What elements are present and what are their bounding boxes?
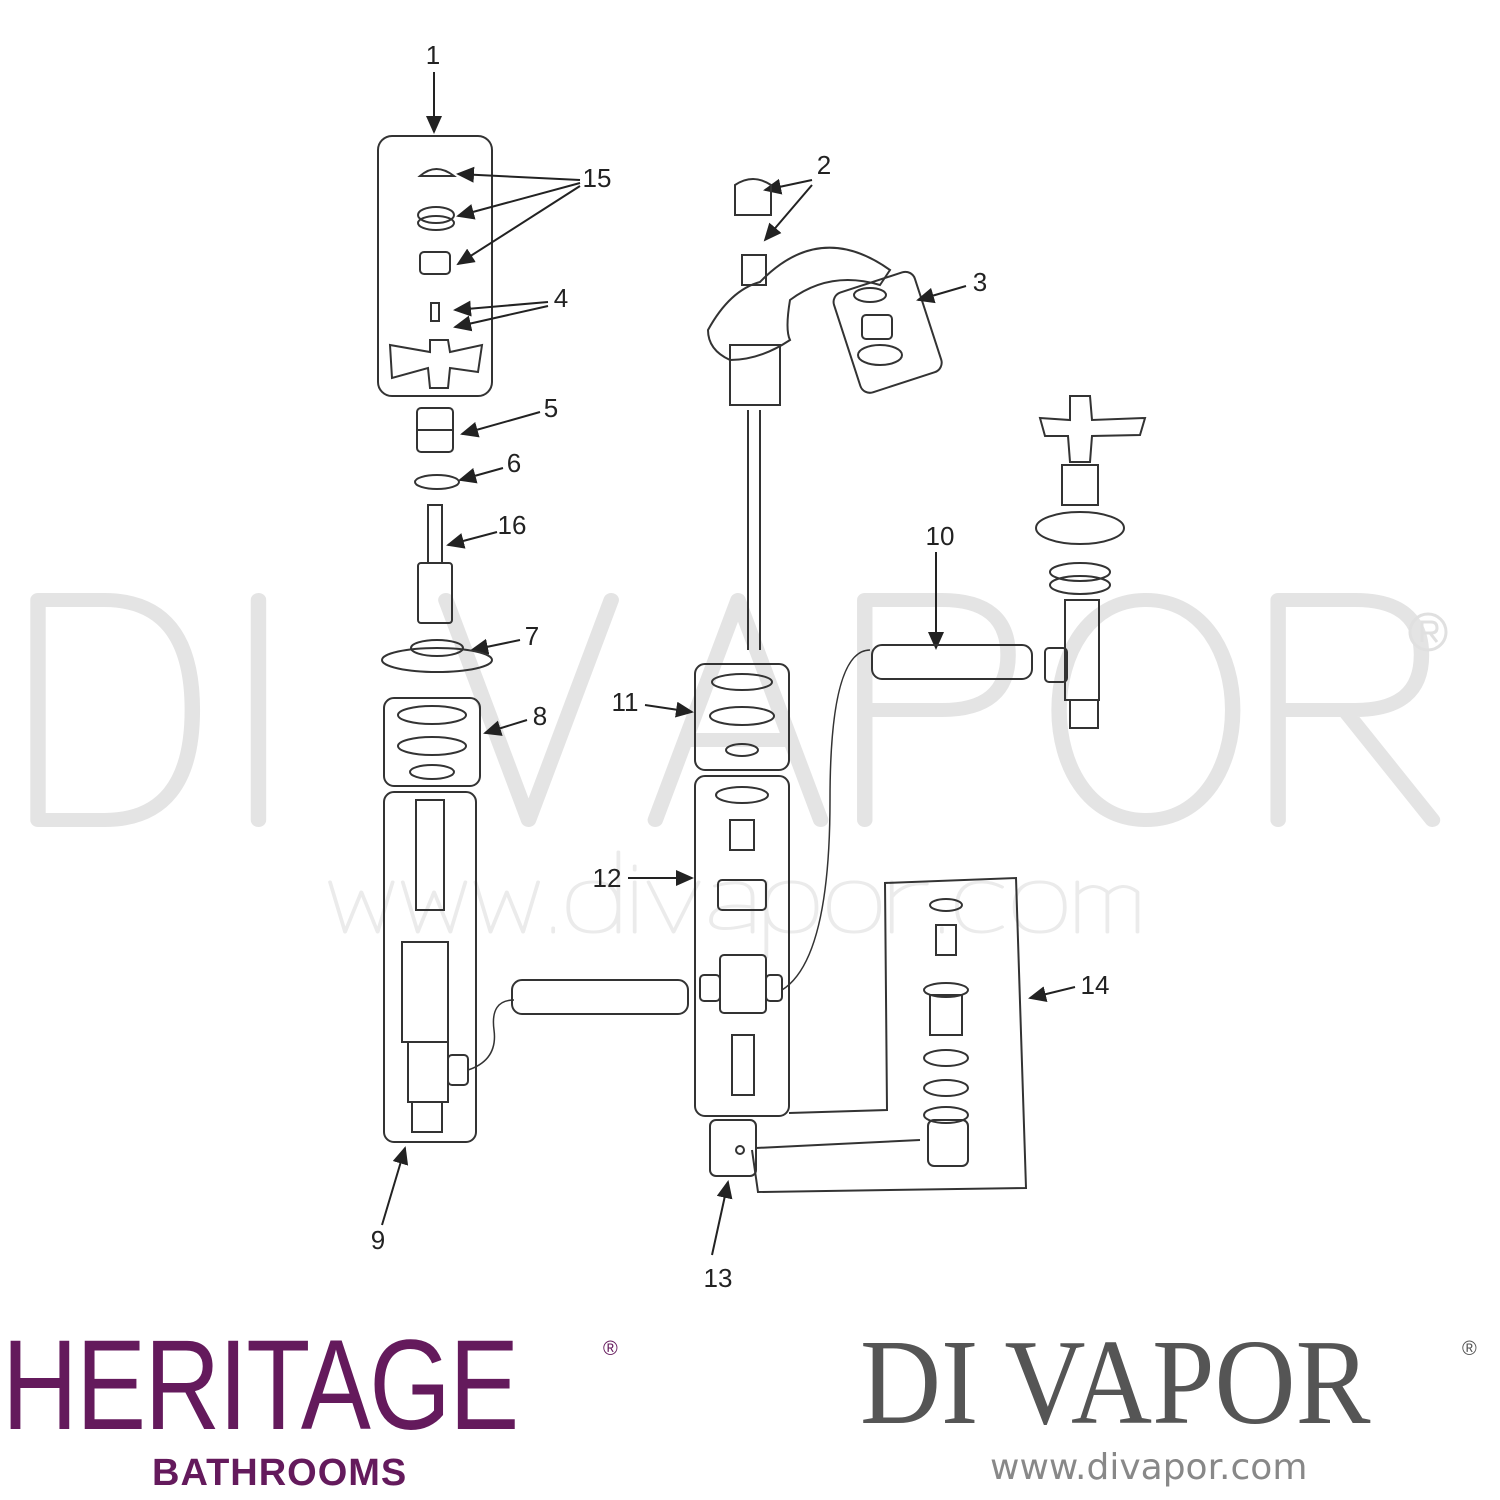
group-box-3: [832, 270, 943, 394]
spout-body: [706, 178, 892, 650]
hose-left: [467, 979, 689, 1071]
callout-6: 6: [506, 448, 522, 478]
watermark-glyph: [30, 593, 201, 827]
group-box-13: [709, 1119, 757, 1177]
callout-9: 9: [370, 1225, 386, 1255]
seals-11: [709, 673, 775, 757]
callout-5: 5: [543, 393, 559, 423]
group-box-11: [694, 663, 790, 771]
watermark-glyph: [647, 593, 829, 827]
group-box-1: [377, 135, 493, 397]
watermark-registered-mark: [1408, 612, 1448, 652]
pop-up-control-13: [735, 1139, 921, 1155]
valve-body-12: [699, 649, 871, 1096]
hose-right: [871, 644, 1033, 680]
watermark-glyph: [566, 850, 621, 934]
watermark-glyph: [1270, 593, 1441, 827]
divapor-registered: ®: [1462, 1338, 1477, 1360]
callout-11: 11: [611, 687, 639, 717]
group-box-9: [383, 791, 477, 1143]
cartridge-16: [417, 504, 453, 624]
watermark-glyph: [709, 881, 755, 934]
watermark-glyph: [400, 880, 468, 934]
bonnet-5: [416, 407, 454, 453]
callout-7: 7: [524, 621, 540, 651]
group-box-8: [383, 697, 481, 787]
watermark-glyph: [1075, 880, 1140, 934]
callout-2: 2: [816, 150, 832, 180]
watermark-glyph: [857, 593, 1016, 827]
watermark-glyph: [955, 880, 1004, 934]
callout-arrows: [381, 72, 1076, 1256]
watermark-glyph: [646, 880, 701, 934]
aerator-3: [853, 287, 903, 366]
callout-3: 3: [972, 267, 988, 297]
watermark-glyph: [473, 880, 541, 934]
washer-6: [414, 474, 460, 490]
watermark-logo-glyphs: [30, 593, 1441, 827]
handle-assembly: [388, 168, 484, 389]
divapor-url[interactable]: www.divapor.com: [990, 1447, 1308, 1488]
watermark-glyph: [438, 593, 619, 827]
heritage-logo: HERITAGE: [2, 1314, 519, 1457]
callout-12: 12: [592, 863, 622, 893]
heritage-subtitle: BATHROOMS: [152, 1452, 408, 1494]
right-tap-assembly: [1035, 395, 1147, 729]
callout-13: 13: [703, 1263, 733, 1293]
valve-body-9: [401, 799, 469, 1133]
callout-1: 1: [425, 40, 441, 70]
callout-4: 4: [553, 283, 569, 313]
watermark-glyph: [827, 880, 882, 934]
callout-14: 14: [1080, 970, 1110, 1000]
watermark-glyph: [328, 880, 395, 934]
divapor-logo: DI VAPOR: [860, 1315, 1371, 1450]
waste-14: [923, 898, 969, 1167]
watermark-glyph: [889, 880, 929, 934]
flange-7: [381, 639, 493, 673]
group-box-12: [694, 775, 790, 1117]
watermark-glyph: [1051, 593, 1241, 827]
callout-16: 16: [497, 510, 527, 540]
seals-8: [397, 705, 467, 780]
callout-8: 8: [532, 701, 548, 731]
callout-10: 10: [925, 521, 955, 551]
group-box-14: [751, 876, 1028, 1194]
heritage-registered: ®: [603, 1338, 618, 1360]
callout-15: 15: [582, 163, 612, 193]
